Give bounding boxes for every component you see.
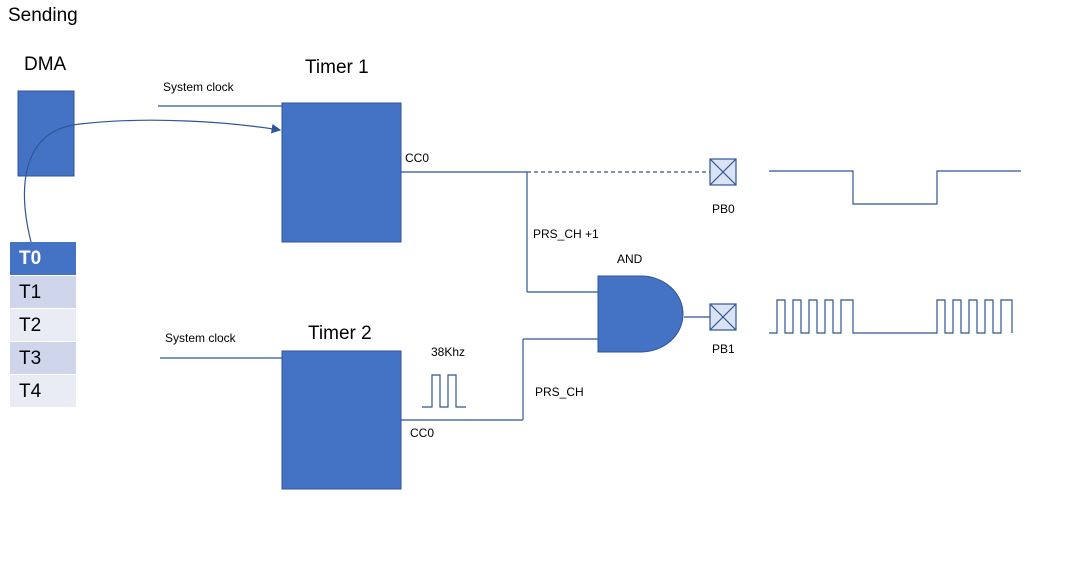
timer1-block bbox=[281, 102, 402, 243]
dma-table-row-4: T4 bbox=[10, 375, 76, 408]
diagram-title: Sending bbox=[8, 5, 78, 26]
dma-table-row-0: T0 bbox=[10, 242, 76, 276]
timer1-label: Timer 1 bbox=[305, 57, 369, 78]
dma-table-row-1: T1 bbox=[10, 276, 76, 309]
pb1-label: PB1 bbox=[712, 342, 735, 356]
pb1-pin-icon bbox=[709, 303, 737, 331]
freq-label: 38Khz bbox=[431, 345, 466, 359]
carrier-waveform bbox=[422, 374, 466, 408]
and-label: AND bbox=[617, 252, 643, 266]
prs-ch-plus1-label: PRS_CH +1 bbox=[533, 227, 599, 241]
dma-block bbox=[17, 90, 75, 177]
dma-label: DMA bbox=[24, 54, 67, 75]
dma-transfer-arrow bbox=[23, 119, 282, 243]
dma-table: T0 T1 T2 T3 T4 bbox=[10, 242, 76, 408]
clock2-label: System clock bbox=[165, 331, 236, 345]
prs-ch-label: PRS_CH bbox=[535, 385, 584, 399]
dma-table-row-2: T2 bbox=[10, 309, 76, 342]
dma-table-row-3: T3 bbox=[10, 342, 76, 375]
pb0-pin-icon bbox=[709, 158, 737, 186]
timer2-label: Timer 2 bbox=[308, 323, 372, 344]
and-gate bbox=[597, 275, 684, 353]
pb1-waveform bbox=[769, 299, 1013, 334]
cc0-bottom-label: CC0 bbox=[410, 426, 435, 440]
pb0-waveform bbox=[769, 170, 1021, 205]
cc0-top-label: CC0 bbox=[405, 151, 430, 165]
clock1-label: System clock bbox=[163, 80, 234, 94]
pb0-label: PB0 bbox=[712, 202, 735, 216]
timer2-block bbox=[281, 350, 402, 490]
